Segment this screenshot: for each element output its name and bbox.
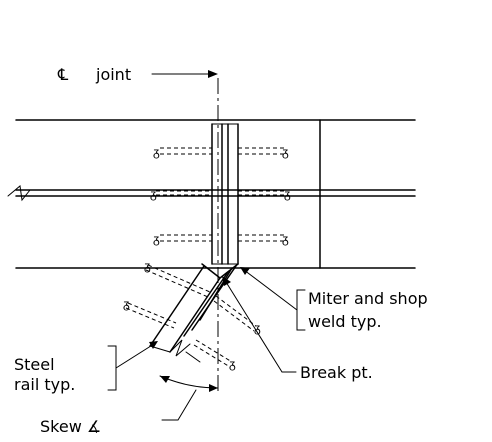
bolt-end-mark: ᵹ	[282, 145, 289, 159]
steel-rail-callout: Steel rail typ.	[14, 341, 158, 394]
cl-joint-label: joint	[95, 65, 131, 84]
miter-arrowhead	[240, 267, 250, 275]
skew-angle	[159, 375, 219, 421]
joint-plates	[211, 123, 239, 265]
bolt-end-mark: ᵹ	[229, 357, 236, 371]
anchor-bolts	[156, 147, 286, 242]
rail-edge-2	[169, 277, 221, 353]
miter-label-line2: weld typ.	[308, 312, 382, 331]
miter-bracket	[296, 289, 306, 331]
steel-label-line1: Steel	[14, 355, 55, 374]
miter-callout: Miter and shop weld typ.	[240, 267, 428, 331]
skew-arrowhead-left	[160, 376, 170, 383]
bolt-end-mark: ᵹ	[284, 187, 291, 201]
rail-edge-5	[191, 265, 237, 331]
skew-label: Skew ∡	[40, 417, 101, 436]
beam-edges	[7, 119, 416, 269]
skewed-bolts: ᵹ ᵹ ᵹ ᵹ	[123, 259, 261, 371]
skewed-bolt	[147, 264, 211, 293]
cl-symbol: ℄	[57, 65, 69, 84]
cl-joint-arrowhead	[208, 70, 218, 78]
skew-leader	[161, 389, 197, 421]
bolt-end-mark: ᵹ	[150, 187, 157, 201]
skew-arrowhead-right	[209, 384, 218, 392]
break-leader	[225, 281, 297, 373]
steel-arrowhead	[149, 341, 158, 349]
cl-joint-callout: ℄ joint	[57, 65, 218, 84]
bolt-end-mark: ᵹ	[282, 232, 289, 246]
bolt-end-mark: ᵹ	[153, 232, 160, 246]
rail-break-symbol	[169, 339, 191, 357]
break-symbol-left	[7, 185, 31, 202]
skewed-bolt	[193, 344, 231, 368]
break-pt-callout: Break pt.	[222, 276, 373, 382]
skewed-bolt	[195, 339, 233, 363]
bolt-end-mark: ᵹ	[123, 297, 130, 311]
bolt-end-mark: ᵹ	[144, 259, 151, 273]
steel-label-line2: rail typ.	[14, 375, 75, 394]
steel-leader	[115, 343, 155, 369]
rail-edge-1	[149, 265, 205, 347]
miter-label-line1: Miter and shop	[308, 289, 428, 308]
rail-end-tick-2	[185, 351, 201, 363]
bolt-ends: ᵹ ᵹ ᵹ ᵹ ᵹ ᵹ	[150, 145, 291, 246]
break-arrowhead	[222, 276, 231, 286]
break-pt-label: Break pt.	[300, 363, 373, 382]
skewed-bolt	[127, 302, 177, 324]
skewed-bolt	[125, 307, 175, 329]
skewed-bolt	[213, 300, 255, 332]
rail-edge-3	[183, 271, 229, 337]
skewed-rail	[149, 263, 239, 363]
miter-leader	[243, 269, 298, 311]
skewed-bolt	[145, 269, 209, 298]
bolt-end-mark: ᵹ	[153, 145, 160, 159]
skewed-bolt	[215, 295, 257, 327]
steel-bracket	[107, 345, 117, 391]
bolt-end-mark: ᵹ	[254, 321, 261, 335]
